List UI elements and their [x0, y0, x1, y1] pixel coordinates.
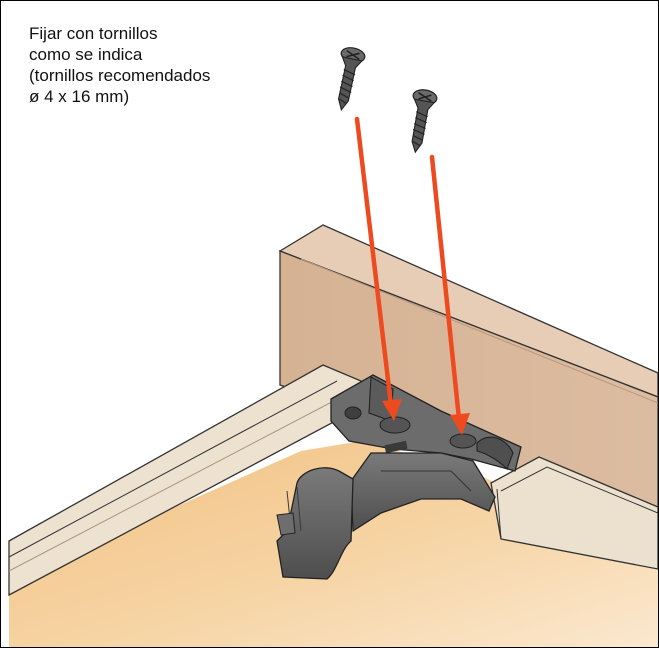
right-side-rail [490, 456, 658, 570]
instruction-line: como se indica [29, 45, 143, 64]
instruction-line: ø 4 x 16 mm) [29, 87, 130, 106]
arrow-down-icon [429, 154, 470, 435]
screw-icon [411, 89, 438, 154]
instruction-text: Fijar con tornillos como se indica (torn… [29, 23, 269, 107]
arrow-down-icon [354, 116, 402, 421]
back-panel-front [279, 250, 658, 522]
instruction-line: Fijar con tornillos [29, 24, 158, 43]
drawer-front-clip [276, 374, 522, 580]
instruction-line: (tornillos recomendados [29, 66, 211, 85]
screw-icon [337, 47, 366, 111]
